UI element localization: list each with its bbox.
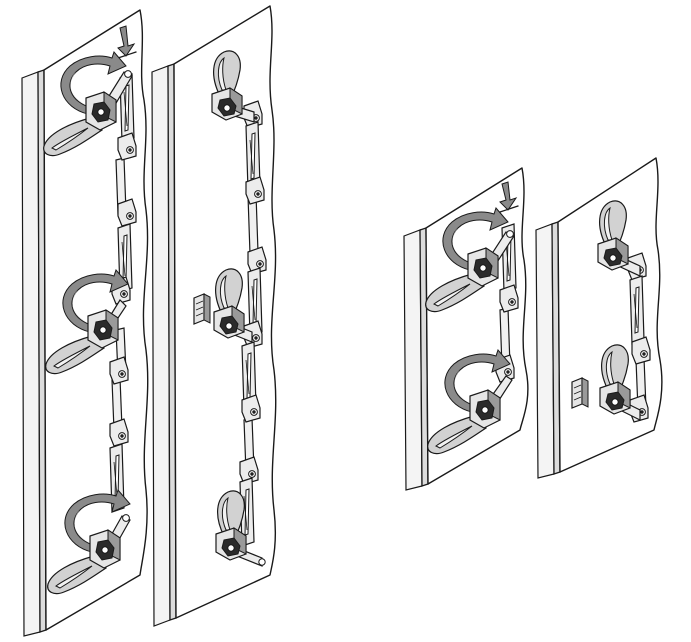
pivot-joint bbox=[499, 284, 519, 313]
panel-right-closed-2-point bbox=[403, 167, 529, 491]
panel-left-open-3-point bbox=[151, 5, 277, 627]
pivot-joint bbox=[117, 198, 137, 227]
panel-right-open-2-point bbox=[535, 157, 663, 479]
lock-housing bbox=[193, 293, 211, 325]
pivot-joint bbox=[245, 176, 265, 205]
pivot-joint bbox=[631, 336, 651, 365]
push-arrow-icon bbox=[499, 181, 519, 213]
pivot-joint bbox=[241, 394, 261, 423]
pivot-joint bbox=[109, 418, 129, 447]
slot-link-bar bbox=[629, 275, 645, 345]
pivot-joint bbox=[109, 356, 129, 385]
lock-housing bbox=[571, 377, 589, 409]
push-arrow-icon bbox=[117, 25, 137, 59]
pivot-joint bbox=[117, 132, 137, 161]
panel-left-closed-3-point bbox=[21, 9, 149, 637]
panel-flange bbox=[21, 71, 41, 637]
